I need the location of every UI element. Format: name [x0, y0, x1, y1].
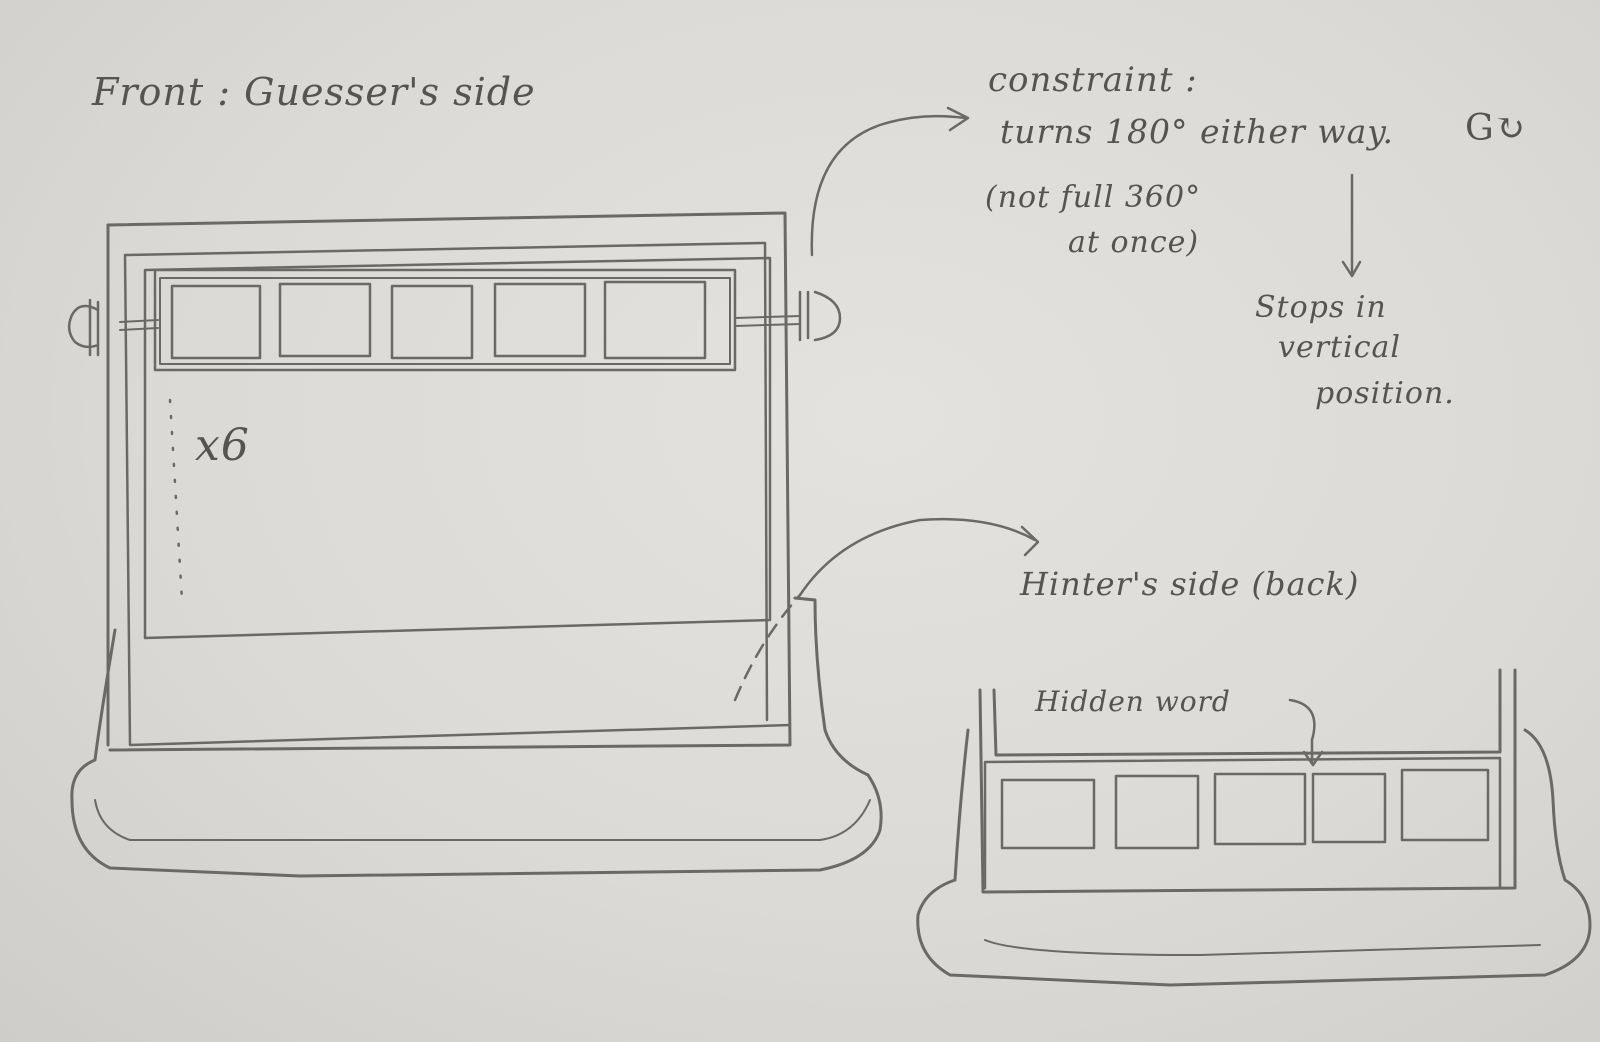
constraint-line-2: (not full 360° — [985, 180, 1202, 215]
stops-line-2: vertical — [1278, 330, 1401, 365]
back-letter-box-3 — [1213, 772, 1307, 846]
front-title: Front : Guesser's side — [92, 70, 536, 114]
back-letter-box-4 — [1311, 772, 1387, 844]
rows-multiplier: x6 — [195, 420, 250, 471]
constraint-heading: constraint : — [988, 60, 1198, 100]
back-frame — [978, 668, 1517, 894]
arrow-back-dashed — [733, 593, 802, 702]
constraint-line-3: at once) — [1068, 225, 1200, 260]
constraint-line-1: turns 180° either way. — [1000, 112, 1395, 151]
hidden-word-label: Hidden word — [1035, 685, 1231, 718]
stops-line-3: position. — [1315, 376, 1455, 411]
arrows — [733, 106, 1362, 767]
front-letter-box-1 — [170, 284, 262, 360]
back-letter-box-5 — [1400, 768, 1490, 842]
back-letter-box-2 — [1114, 774, 1200, 850]
front-middle-frame — [123, 241, 792, 747]
back-base — [916, 728, 1592, 987]
front-letter-box-3 — [390, 284, 474, 360]
front-letter-box-5 — [603, 280, 707, 360]
front-device — [67, 211, 883, 878]
front-inner-panel — [143, 256, 772, 640]
front-letter-box-4 — [493, 282, 587, 358]
front-letter-box-2 — [278, 282, 372, 358]
rows-dotted-line — [168, 398, 184, 602]
arrow-hidden-word — [1288, 698, 1316, 764]
back-letter-box-1 — [1000, 778, 1096, 850]
rotate-symbol: G↻ — [1465, 108, 1526, 149]
arrow-back — [798, 517, 1037, 597]
front-base — [70, 596, 883, 878]
back-title: Hinter's side (back) — [1020, 565, 1360, 603]
right-knob — [798, 290, 842, 342]
front-outer-frame — [106, 211, 792, 752]
arrow-constraint — [810, 114, 967, 257]
stops-line-1: Stops in — [1255, 290, 1387, 325]
left-knob — [67, 298, 100, 357]
front-axle — [119, 315, 801, 331]
back-device — [916, 668, 1592, 987]
